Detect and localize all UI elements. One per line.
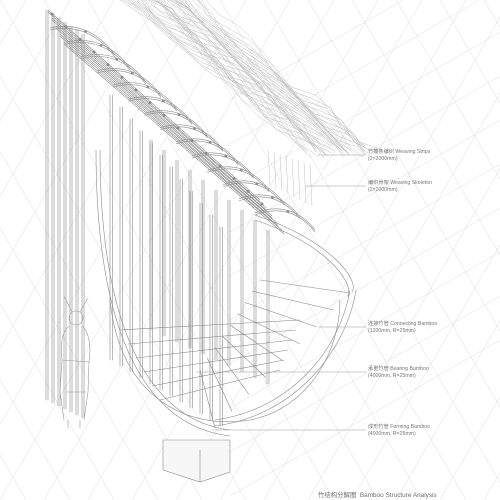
annotation-name: 承重竹管 Bearing Bamboo [368,366,429,372]
diagram-title: 竹结构分解图 Bamboo Structure Analysis [318,490,437,499]
annotation-name: 编织骨架 Weaving Skeleton [368,180,432,186]
title-en: Bamboo Structure Analysis [359,492,437,499]
bamboo-frame [45,9,357,437]
annotation-name: 成形竹管 Forming Bamboo [368,424,430,430]
annotation-spec: (2×2000mm) [368,155,398,162]
annotation-weaving-skeleton: 编织骨架 Weaving Skeleton (2×2000mm) [368,180,432,193]
annotation-spec: (4000mm, R=25mm) [368,372,416,379]
annotation-forming-bamboo: 成形竹管 Forming Bamboo (4000mm, R=25mm) [368,424,430,437]
annotation-connecting-bamboo: 连接竹管 Connecting Bamboo (1200mm, R=25mm) [368,321,437,334]
annotation-bearing-bamboo: 承重竹管 Bearing Bamboo (4000mm, R=25mm) [368,366,429,379]
weaving-strips-layer [119,0,382,207]
annotation-weaving-strips: 竹篾条编织 Weaving Strips (2×2000mm) [368,149,430,162]
title-zh: 竹结构分解图 [318,492,357,499]
annotation-spec: (1200mm, R=25mm) [368,327,416,334]
annotation-name: 连接竹管 Connecting Bamboo [368,321,438,327]
annotation-spec: (2×2000mm) [368,186,398,193]
annotation-name: 竹篾条编织 Weaving Strips [368,149,431,155]
human-figure [59,295,91,428]
pedestal [162,439,231,483]
annotation-spec: (4000mm, R=25mm) [368,430,416,437]
leader-lines [196,154,366,431]
